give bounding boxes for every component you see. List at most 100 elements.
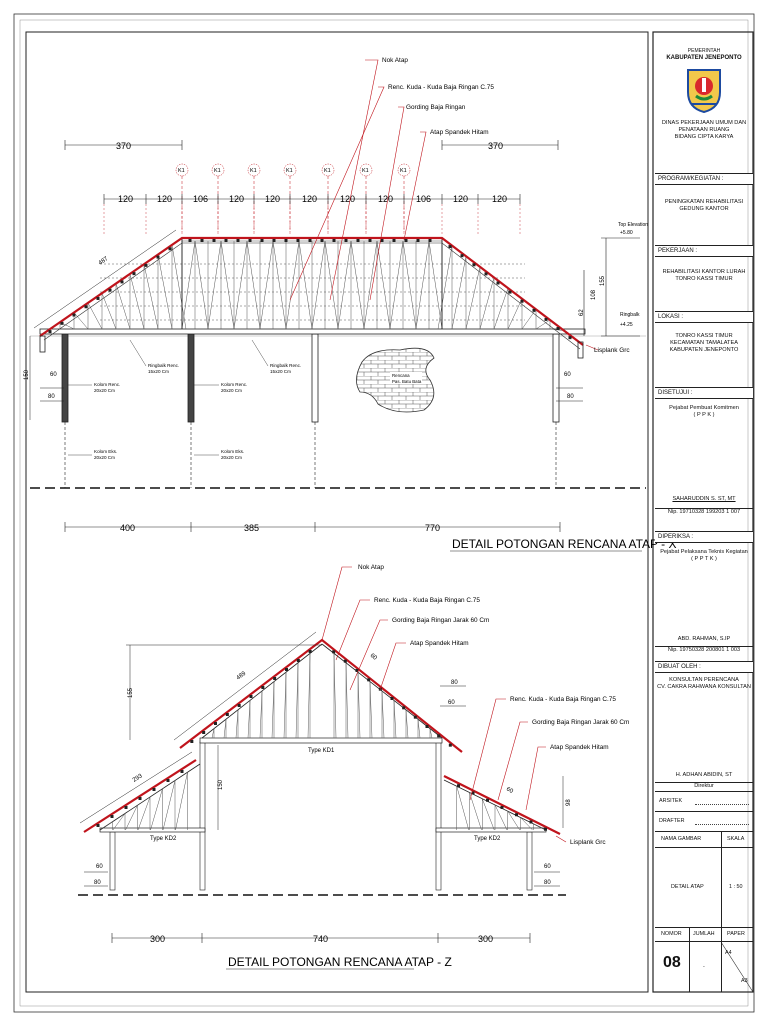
rafter-length-z-main: 489 (236, 670, 248, 681)
dim-mid-x: 120 (492, 194, 507, 204)
tb-disetujui: DISETUJUI : Pejabat Pembuat Komitmen ( P… (655, 388, 753, 532)
tb-arsitek: ARSITEK (655, 792, 753, 812)
label-atap-x: Atap Spandek Hitam (430, 129, 489, 136)
tb-paper: PAPER (727, 931, 745, 937)
kolom-eks-label-1: Kolom Eks. (94, 449, 117, 454)
title-block-frame (652, 31, 754, 993)
top-elev-value: +5.80 (620, 230, 633, 236)
vdim-z-155: 155 (128, 687, 134, 698)
tb-direktur-name: H. ADHAN ABIDIN, ST (675, 772, 733, 778)
label-gording-z: Gording Baja Ringan Jarak 60 Cm (392, 617, 489, 624)
top-elev-label: Top Elevation (618, 222, 648, 228)
vdim-z-150: 150 (218, 779, 224, 790)
dim-mid-x: 106 (416, 194, 431, 204)
vdim-z-60-left: 60 (96, 864, 103, 870)
vdim-x-62: 62 (579, 309, 585, 316)
rafter-length-x: 487 (98, 256, 110, 267)
label-gording-x: Gording Baja Ringan (406, 104, 466, 111)
vdim-x-155: 155 (600, 275, 606, 286)
column-x-2 (187, 333, 195, 423)
tb-nama-gambar: NAMA GAMBAR (661, 836, 702, 842)
ringbalk-renc-label-1: Ringbalk Renc. (148, 363, 179, 368)
ringbalk-beam-x (39, 328, 586, 335)
tb-gov1: PEMERINTAH (687, 48, 721, 54)
type-kd2-label-right: Type KD2 (474, 836, 501, 842)
brick-label-bg (390, 372, 422, 384)
vdim-z-80-left: 80 (94, 880, 101, 886)
tb-pptk-nip: Nip. 19750328 200801 1 003 (655, 646, 753, 654)
tb-lokasi: LOKASI : TONRO KASSI TIMUR KECAMATAN TAM… (655, 312, 753, 388)
brick-label-1: Rencana (392, 373, 410, 378)
small-dim-z-1: 60 (369, 653, 378, 662)
drawing-z: 489 293 Type KD1 Type KD2 Type KD2 Nok A… (78, 564, 629, 970)
kolom-eks-size-1: 20x20 Cm (94, 455, 115, 460)
roof-z-right (443, 775, 561, 835)
tb-dibuat-hdr: DIBUAT OLEH : (655, 662, 753, 673)
vdim-x-108: 108 (591, 289, 597, 300)
tb-nama-gambar-hdr: NAMA GAMBAR SKALA (655, 832, 753, 848)
tb-drafter: DRAFTER (655, 812, 753, 832)
label-kuda-z: Renc. Kuda - Kuda Baja Ringan C.75 (374, 597, 480, 604)
label-lisplank-x: Lisplank Grc (594, 347, 630, 354)
tb-lokasi3: KABUPATEN JENEPONTO (669, 347, 739, 353)
k1-marker: K1 (324, 168, 331, 174)
tb-pekerjaan2: TONRO KASSI TIMUR (675, 276, 733, 282)
tb-program-hdr: PROGRAM/KEGIATAN : (655, 174, 753, 185)
truss-z (99, 643, 547, 831)
ringbalk-elev-label: Ringbalk (620, 312, 640, 318)
kolom-eks-label-2: Kolom Eks. (221, 449, 244, 454)
label-kuda-z-2: Renc. Kuda - Kuda Baja Ringan C.75 (510, 696, 616, 703)
tb-dinas2: PENATAAN RUANG (678, 127, 730, 133)
vdim-x-60-left: 60 (50, 372, 57, 378)
tb-skala-val: 1 : 50 (729, 884, 743, 890)
dim-bottom-z-1: 300 (150, 934, 165, 944)
tb-pptk2: ( P P T K ) (691, 556, 717, 562)
tb-ppk-nip: Nip. 19710328 199203 1 007 (655, 508, 753, 516)
dim-bottom-x-3: 770 (425, 523, 440, 533)
vdim-z-60-right: 60 (544, 864, 551, 870)
brick-label-2: Pas. Batu Bata (392, 379, 422, 384)
roof-x-inner (43, 242, 581, 350)
vdim-z-80-right: 80 (544, 880, 551, 886)
dim-mid-x: 120 (229, 194, 244, 204)
k1-marker: K1 (286, 168, 293, 174)
tb-nomor-val: 08 (663, 954, 681, 971)
k1-marker: K1 (400, 168, 407, 174)
title-block: PEMERINTAH KABUPATEN JENEPONTO DINAS PEK… (655, 32, 753, 992)
ringbalk-renc-label-2: Ringbalk Renc. (270, 363, 301, 368)
column-x-1 (61, 333, 69, 423)
ringbalk-renc-size-2: 15x20 Cm (270, 369, 291, 374)
tb-ppk2: ( P P K ) (693, 412, 715, 418)
vdim-x-80-right: 80 (567, 394, 574, 400)
tb-pptk-name: ABD. RAHMAN, S.IP (677, 636, 731, 642)
vdim-x-150: 150 (24, 369, 30, 380)
dim-bottom-z-3: 300 (478, 934, 493, 944)
k1-marker: K1 (362, 168, 369, 174)
roof-z-left (83, 759, 197, 833)
type-kd2-label-left: Type KD2 (150, 836, 177, 842)
ringbalk-renc-size-1: 15x20 Cm (148, 369, 169, 374)
rafter-length-z-side: 293 (132, 773, 144, 784)
label-kuda-x: Renc. Kuda - Kuda Baja Ringan C.75 (388, 84, 494, 91)
tb-dinas1: DINAS PEKERJAAN UMUM DAN (661, 120, 747, 126)
truss-x (59, 238, 565, 331)
rafter-dim-x (33, 229, 177, 329)
type-kd1-label: Type KD1 (308, 748, 335, 754)
vdim-x-80-left: 80 (48, 394, 55, 400)
tb-arsitek-label: ARSITEK (659, 798, 683, 804)
dim-bottom-x-1: 400 (120, 523, 135, 533)
kolom-renc-size-1: 20x20 Cm (94, 388, 115, 393)
tb-paper-a3: A3 (741, 978, 748, 984)
label-nok-atap-z: Nok Atap (358, 564, 384, 571)
kolom-renc-size-2: 20x20 Cm (221, 388, 242, 393)
tb-pptk1: Pejabat Pelaksana Teknis Kegiatan (660, 549, 748, 555)
tb-nomor-hdr: NOMOR JUMLAH PAPER (655, 928, 753, 942)
drawing-frame (25, 31, 649, 993)
outer-border (13, 13, 755, 1013)
tb-pekerjaan1: REHABILITASI KANTOR LURAH (662, 269, 746, 275)
tb-skala: SKALA (727, 836, 745, 842)
dim-mid-x: 120 (265, 194, 280, 204)
tb-nomor-row: 08 - A4 A3 (655, 942, 753, 992)
